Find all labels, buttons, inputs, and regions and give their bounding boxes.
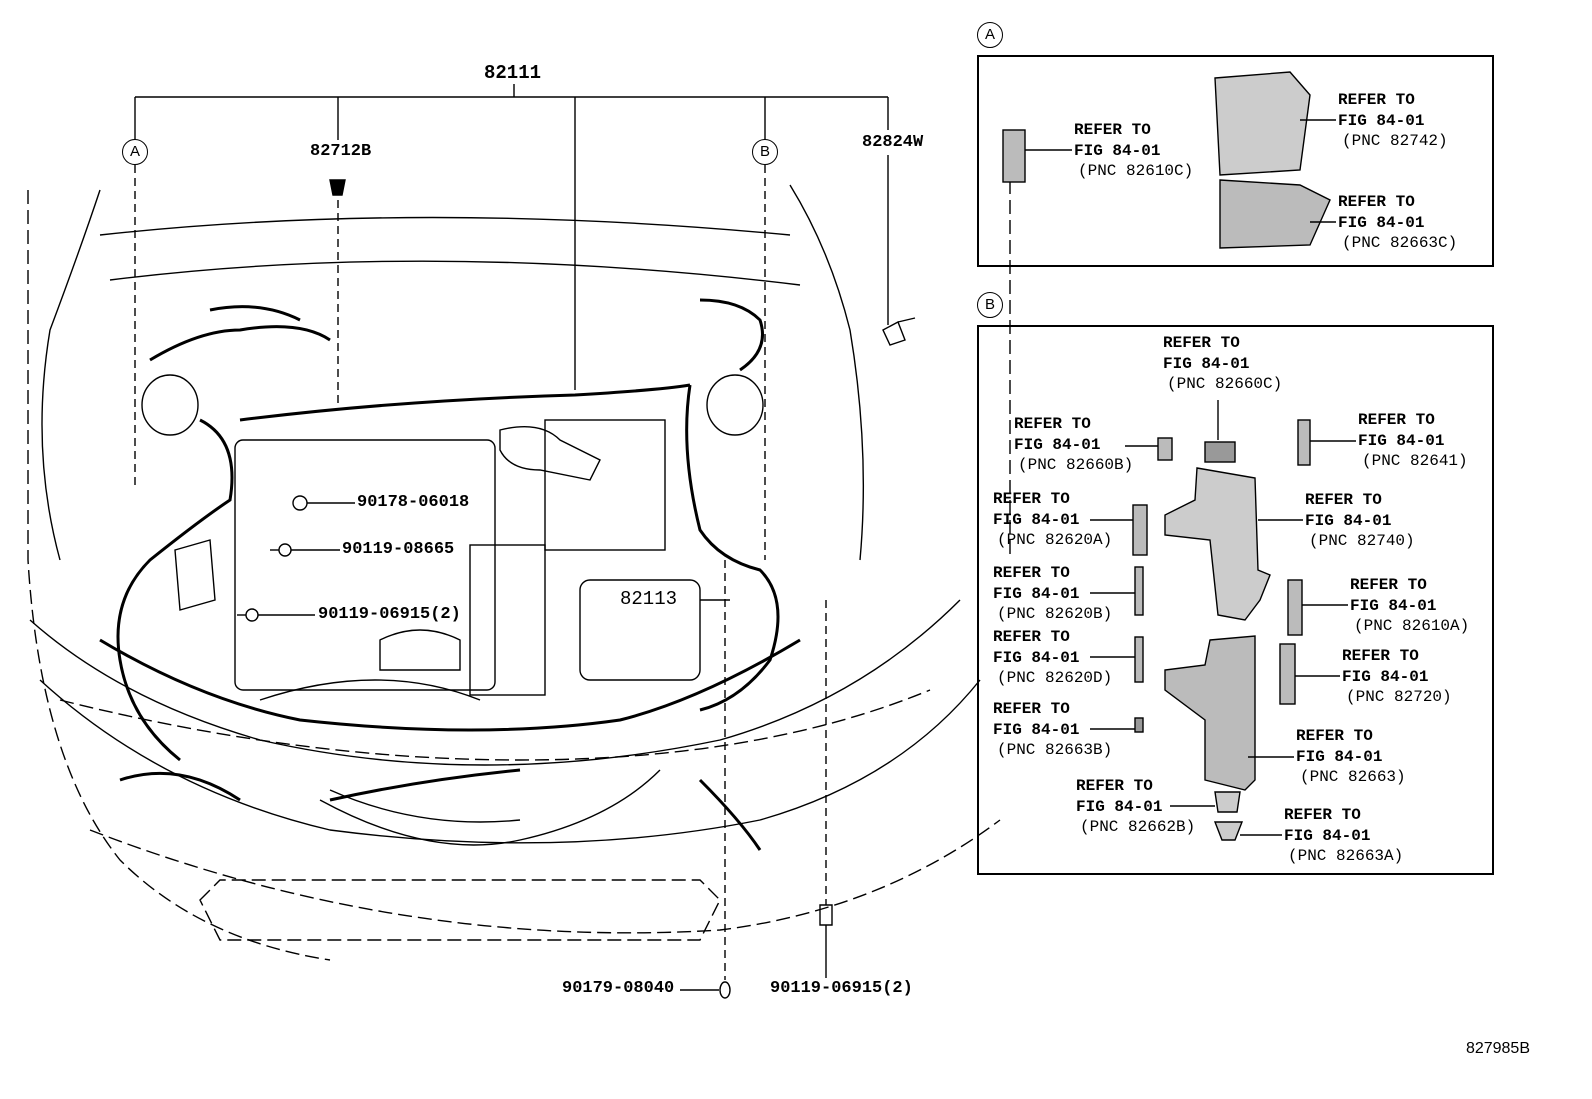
panel-a-callout: REFER TO FIG 84-01 (PNC 82742): [1338, 90, 1448, 152]
callout-line2: FIG 84-01: [1305, 511, 1392, 530]
panel-a: [977, 55, 1494, 267]
callout-pnc: (PNC 82610A): [1354, 617, 1470, 635]
callout-pnc: (PNC 82610C): [1078, 162, 1194, 180]
panel-a-marker: A: [977, 22, 1003, 48]
panel-b-callout: REFER TO FIG 84-01 (PNC 82620B): [993, 563, 1112, 625]
callout-line1: REFER TO: [993, 564, 1070, 582]
callout-line2: FIG 84-01: [1074, 141, 1161, 160]
callout-pnc: (PNC 82663C): [1342, 234, 1458, 252]
panel-b-callout: REFER TO FIG 84-01 (PNC 82720): [1342, 646, 1452, 708]
part-label-90119-06915-bottom: 90119-06915(2): [770, 979, 913, 998]
callout-line2: FIG 84-01: [1338, 213, 1425, 232]
callout-line2: FIG 84-01: [1338, 111, 1425, 130]
callout-line2: FIG 84-01: [1358, 431, 1445, 450]
panel-b-callout: REFER TO FIG 84-01 (PNC 82660B): [1014, 414, 1133, 476]
part-label-82824W: 82824W: [862, 133, 924, 152]
main-harness-leader: [134, 84, 889, 560]
view-marker-b: B: [752, 139, 778, 165]
callout-line1: REFER TO: [1163, 334, 1240, 352]
callout-line1: REFER TO: [1074, 121, 1151, 139]
car-body-outline: [27, 180, 1011, 961]
callout-line1: REFER TO: [993, 490, 1070, 508]
diagram-id: 827985B: [1465, 1040, 1530, 1057]
callout-pnc: (PNC 82663A): [1288, 847, 1404, 865]
part-label-82712B: 82712B: [310, 142, 372, 161]
part-label-90178-06018: 90178-06018: [357, 493, 470, 512]
callout-pnc: (PNC 82742): [1342, 132, 1448, 150]
part-label-90119-06915-left: 90119-06915(2): [318, 605, 461, 624]
callout-pnc: (PNC 82620B): [997, 605, 1113, 623]
callout-line1: REFER TO: [1342, 647, 1419, 665]
view-marker-a: A: [122, 139, 148, 165]
callout-line1: REFER TO: [1014, 415, 1091, 433]
callout-line2: FIG 84-01: [993, 584, 1080, 603]
engine-components: [141, 374, 764, 701]
part-label-90119-08665: 90119-08665: [342, 540, 455, 559]
callout-pnc: (PNC 82662B): [1080, 818, 1196, 836]
callout-line1: REFER TO: [1296, 727, 1373, 745]
callout-line1: REFER TO: [1284, 806, 1361, 824]
panel-b-callout: REFER TO FIG 84-01 (PNC 82660C): [1163, 333, 1282, 395]
panel-b-callout: REFER TO FIG 84-01 (PNC 82740): [1305, 490, 1415, 552]
panel-b-callout: REFER TO FIG 84-01 (PNC 82610A): [1350, 575, 1469, 637]
callout-line2: FIG 84-01: [1350, 596, 1437, 615]
callout-line1: REFER TO: [1305, 491, 1382, 509]
callout-pnc: (PNC 82720): [1346, 688, 1452, 706]
callout-pnc: (PNC 82660C): [1167, 375, 1283, 393]
panel-b-callout: REFER TO FIG 84-01 (PNC 82620A): [993, 489, 1112, 551]
callout-line1: REFER TO: [1338, 91, 1415, 109]
part-label-82113: 82113: [620, 588, 678, 610]
callout-line2: FIG 84-01: [1284, 826, 1371, 845]
part-label-90179-08040: 90179-08040: [562, 979, 675, 998]
callout-line2: FIG 84-01: [1014, 435, 1101, 454]
panel-a-callout: REFER TO FIG 84-01 (PNC 82610C): [1074, 120, 1193, 182]
callout-pnc: (PNC 82641): [1362, 452, 1468, 470]
callout-line1: REFER TO: [993, 700, 1070, 718]
callout-line2: FIG 84-01: [993, 648, 1080, 667]
wiring-harness: [99, 298, 801, 851]
callout-line2: FIG 84-01: [993, 720, 1080, 739]
panel-b-callout: REFER TO FIG 84-01 (PNC 82620D): [993, 627, 1112, 689]
callout-line2: FIG 84-01: [1296, 747, 1383, 766]
panel-b-callout: REFER TO FIG 84-01 (PNC 82663B): [993, 699, 1112, 761]
callout-line2: FIG 84-01: [993, 510, 1080, 529]
panel-b-callout: REFER TO FIG 84-01 (PNC 82641): [1358, 410, 1468, 472]
callout-line1: REFER TO: [1076, 777, 1153, 795]
callout-pnc: (PNC 82660B): [1018, 456, 1134, 474]
callout-line2: FIG 84-01: [1163, 354, 1250, 373]
main-harness-label: 82111: [484, 62, 542, 84]
panel-b-callout: REFER TO FIG 84-01 (PNC 82663A): [1284, 805, 1403, 867]
panel-b-marker: B: [977, 292, 1003, 318]
panel-b-callout: REFER TO FIG 84-01 (PNC 82663): [1296, 726, 1406, 788]
callout-pnc: (PNC 82740): [1309, 532, 1415, 550]
callout-pnc: (PNC 82620D): [997, 669, 1113, 687]
panel-b-parts: [1090, 400, 1356, 841]
callout-line1: REFER TO: [1338, 193, 1415, 211]
callout-pnc: (PNC 82663B): [997, 741, 1113, 759]
callout-line1: REFER TO: [1358, 411, 1435, 429]
callout-line2: FIG 84-01: [1076, 797, 1163, 816]
panel-a-parts: [1002, 71, 1336, 249]
panel-a-callout: REFER TO FIG 84-01 (PNC 82663C): [1338, 192, 1457, 254]
callout-line1: REFER TO: [1350, 576, 1427, 594]
callout-pnc: (PNC 82663): [1300, 768, 1406, 786]
fastener-leaders: [237, 179, 916, 999]
callout-line1: REFER TO: [993, 628, 1070, 646]
hood-outline: [29, 184, 981, 846]
panel-b: [977, 325, 1494, 875]
callout-line2: FIG 84-01: [1342, 667, 1429, 686]
panel-b-callout: REFER TO FIG 84-01 (PNC 82662B): [1076, 776, 1195, 838]
callout-pnc: (PNC 82620A): [997, 531, 1113, 549]
